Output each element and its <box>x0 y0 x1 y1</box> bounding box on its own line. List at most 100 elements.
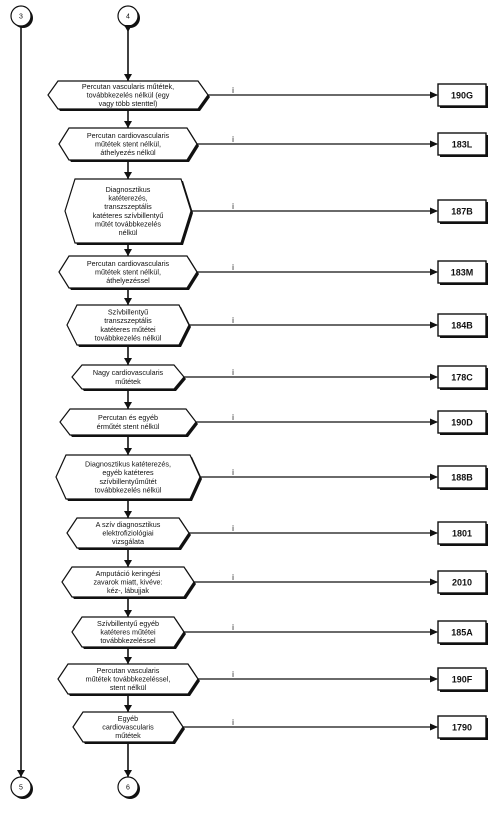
arrow-into-decision-8 <box>124 448 132 455</box>
branch-label-i: i <box>232 263 234 272</box>
decision-text-line: műtétek stent nélkül, <box>95 268 161 277</box>
code-box <box>437 410 487 434</box>
arrow-into-decision-12 <box>124 657 132 664</box>
arrow-into-decision-4 <box>124 249 132 256</box>
connector-top-left-label: 3 <box>19 14 23 21</box>
decision-text-line: Diagnosztikus <box>106 185 151 194</box>
arrow-into-connector-5 <box>17 770 25 777</box>
branch-arrow <box>430 628 438 636</box>
branch-label-i: i <box>232 524 234 533</box>
arrow-into-decision-6 <box>124 358 132 365</box>
decision-text-line: műtétek <box>115 731 141 740</box>
code-box <box>437 260 487 284</box>
decision-text-line: A szív diagnosztikus <box>96 520 161 529</box>
code-box <box>437 365 487 389</box>
decision-text-line: továbbkezelés nélkül <box>95 333 162 342</box>
decision-text-line: kéz-, lábujjak <box>107 586 149 595</box>
code-box-label: 190F <box>452 675 473 685</box>
branch-label-i: i <box>232 135 234 144</box>
decision-text-line: továbbkezelés nélkül <box>95 485 162 494</box>
decision-text-line: Szívbillentyű egyéb <box>97 619 159 628</box>
branch-label-i: i <box>232 202 234 211</box>
branch-label-i: i <box>232 718 234 727</box>
connector-bottom-center-label: 6 <box>126 785 130 792</box>
branch-label-i: i <box>232 573 234 582</box>
decision-text-line: katéteres szívbillentyű <box>93 211 164 220</box>
decision-text-line: zavarok miatt, kivéve: <box>93 578 162 587</box>
decision-text-line: Amputáció keringési <box>96 569 161 578</box>
decision-text-line: műtétek <box>115 377 141 386</box>
code-box <box>437 570 487 594</box>
branch-arrow <box>430 373 438 381</box>
code-box <box>437 521 487 545</box>
code-box-label: 1790 <box>452 723 472 733</box>
connector-bottom-left-label: 5 <box>19 785 23 792</box>
arrow-into-spine <box>124 25 132 32</box>
branch-label-i: i <box>232 368 234 377</box>
code-box <box>437 132 487 156</box>
decision-text-line: Szívbillentyű <box>108 308 148 317</box>
code-box-label: 183L <box>452 140 473 150</box>
branch-arrow <box>430 321 438 329</box>
branch-arrow <box>430 473 438 481</box>
decision-text-line: cardiovascularis <box>102 723 154 732</box>
arrow-into-decision-3 <box>124 172 132 179</box>
branch-arrow <box>430 140 438 148</box>
decision-text-line: Nagy cardiovascularis <box>93 368 164 377</box>
code-box <box>437 620 487 644</box>
code-box-label: 184B <box>451 321 473 331</box>
connector-top-center-label: 4 <box>126 14 130 21</box>
code-box-label: 190D <box>451 418 473 428</box>
decision-text-line: katéteres műtétei <box>100 325 156 334</box>
branch-label-i: i <box>232 413 234 422</box>
arrow-into-decision-11 <box>124 610 132 617</box>
decision-text-line: Percutan és egyéb <box>98 413 158 422</box>
decision-text-line: Percutan cardiovascularis <box>87 259 170 268</box>
decision-text-line: áthelyezéssel <box>106 276 150 285</box>
decision-text-line: műtétek stent nélkül, <box>95 140 161 149</box>
branch-arrow <box>430 418 438 426</box>
code-box <box>437 199 487 223</box>
decision-text-line: továbbkezeléssel <box>100 636 156 645</box>
decision-text-line: szívbillentyűműtét <box>99 477 156 486</box>
decision-text-line: továbbkezelés nélkül (egy <box>87 91 170 100</box>
branch-arrow <box>430 268 438 276</box>
arrow-into-decision-10 <box>124 560 132 567</box>
arrow-into-connector-6 <box>124 770 132 777</box>
branch-label-i: i <box>232 316 234 325</box>
code-box <box>437 667 487 691</box>
arrow-into-decision-2 <box>124 121 132 128</box>
branch-label-i: i <box>232 623 234 632</box>
decision-text-line: műtét továbbkezelés <box>95 219 161 228</box>
code-box-label: 190G <box>451 91 473 101</box>
decision-text-line: Percutan vascularis <box>97 666 160 675</box>
code-box-label: 187B <box>451 207 473 217</box>
code-box <box>437 313 487 337</box>
code-box-label: 185A <box>451 628 473 638</box>
decision-text-line: nélkül <box>119 228 138 237</box>
connector-top-left <box>10 5 32 27</box>
decision-text-line: elektrofiziológiai <box>102 529 154 538</box>
decision-text-line: Percutan vascularis műtétek, <box>82 82 174 91</box>
branch-label-i: i <box>232 670 234 679</box>
code-box <box>437 465 487 489</box>
arrow-into-decision-7 <box>124 402 132 409</box>
decision-text-line: transzszeptális <box>104 316 152 325</box>
code-box-label: 178C <box>451 373 473 383</box>
decision-text-line: Percutan cardiovascularis <box>87 131 170 140</box>
decision-text-line: érműtét stent nélkül <box>97 422 160 431</box>
branch-label-i: i <box>232 468 234 477</box>
arrow-into-decision-9 <box>124 511 132 518</box>
code-box-label: 188B <box>451 473 473 483</box>
arrow-into-decision-5 <box>124 298 132 305</box>
decision-text-line: áthelyezés nélkül <box>100 148 156 157</box>
decision-text-line: vizsgálata <box>112 537 144 546</box>
code-box <box>437 83 487 107</box>
code-box-label: 2010 <box>452 578 472 588</box>
branch-arrow <box>430 578 438 586</box>
code-box-label: 1801 <box>452 529 472 539</box>
decision-text-line: katéteres műtétei <box>100 628 156 637</box>
decision-text-line: Diagnosztikus katéterezés, <box>85 460 171 469</box>
branch-arrow <box>430 91 438 99</box>
